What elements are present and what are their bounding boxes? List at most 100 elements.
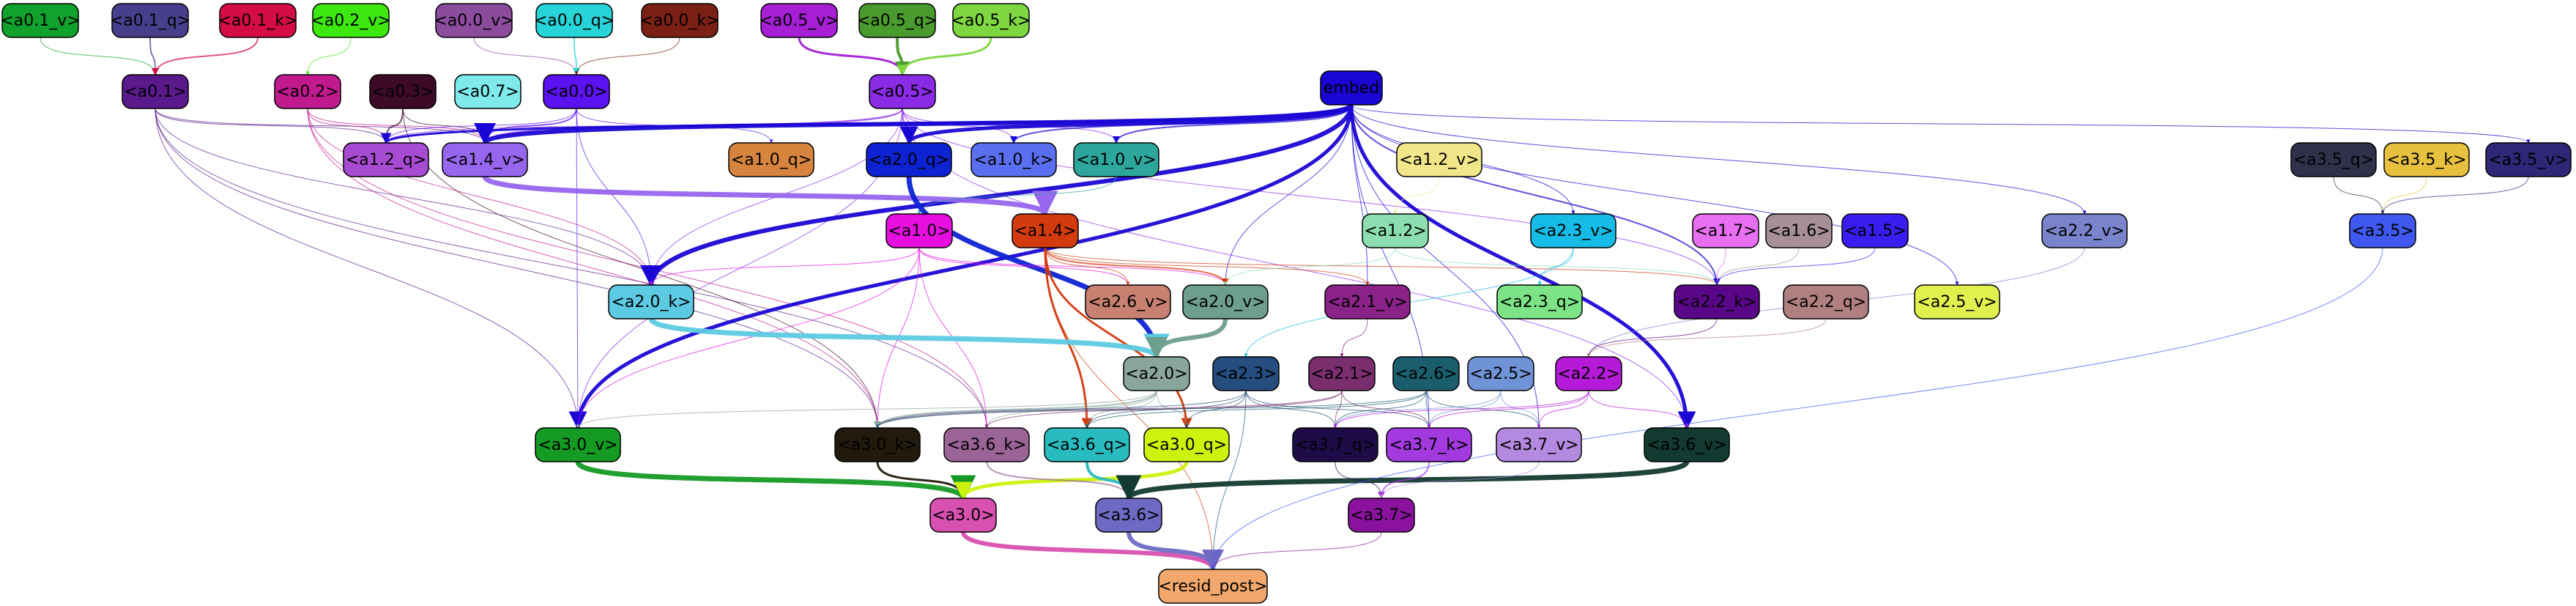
node-a3-0-q[interactable]: <a3.0_q> <box>1143 427 1230 462</box>
node-a2-1-v[interactable]: <a2.1_v> <box>1324 284 1411 319</box>
node-a0-5-k[interactable]: <a0.5_k> <box>951 3 1031 38</box>
node-a2-3-q[interactable]: <a2.3_q> <box>1496 284 1583 319</box>
edge-a1_0-to-a3_0_v <box>576 247 920 429</box>
node-a0-5-v[interactable]: <a0.5_v> <box>759 3 839 38</box>
node-a0-1-v[interactable]: <a0.1_v> <box>0 3 81 38</box>
node-a3-7[interactable]: <a3.7> <box>1348 498 1415 533</box>
edge-a2_0-to-a3_0_v <box>576 390 1157 429</box>
node-label: <a2.5_v> <box>1917 293 1997 311</box>
node-box <box>1 3 79 38</box>
edge-a3_0-to-resid_post <box>961 531 1224 572</box>
node-a2-5-v[interactable]: <a2.5_v> <box>1914 284 2000 319</box>
node-resid-post[interactable]: <resid_post> <box>1158 569 1268 604</box>
node-a1-4-v[interactable]: <a1.4_v> <box>442 142 528 177</box>
node-a2-1[interactable]: <a2.1> <box>1308 356 1376 391</box>
node-box <box>274 74 341 109</box>
node-box <box>866 142 952 177</box>
edge-a2_2-to-a3_6_v <box>1588 390 1689 429</box>
node-a0-0-v[interactable]: <a0.0_v> <box>434 3 514 38</box>
node-a1-0-k[interactable]: <a1.0_k> <box>970 142 1057 177</box>
node-a2-2[interactable]: <a2.2> <box>1555 356 1622 391</box>
node-box <box>111 3 189 38</box>
edge-embed-to-a2_2_k <box>1351 104 1721 286</box>
node-a3-0[interactable]: <a3.0> <box>929 498 997 533</box>
node-a1-0-v[interactable]: <a1.0_v> <box>1073 142 1159 177</box>
node-a2-2-q[interactable]: <a2.2_q> <box>1783 284 1869 319</box>
node-a0-0[interactable]: <a0.0> <box>543 74 610 109</box>
edge-a0_2_v-to-a0_2 <box>305 37 352 75</box>
edge-a0_1_q-to-a0_1 <box>149 37 159 75</box>
node-a3-6-q[interactable]: <a3.6_q> <box>1044 427 1130 462</box>
node-a2-5[interactable]: <a2.5> <box>1467 356 1534 391</box>
node-label: embed <box>1324 79 1379 97</box>
edge-embed-to-a2_0_q <box>899 103 1354 145</box>
node-a2-3-v[interactable]: <a2.3_v> <box>1530 213 1617 248</box>
node-a2-6-v[interactable]: <a2.6_v> <box>1085 284 1171 319</box>
node-a0-1-k[interactable]: <a0.1_k> <box>218 3 298 38</box>
node-a1-0[interactable]: <a1.0> <box>886 213 953 248</box>
node-a2-0[interactable]: <a2.0> <box>1123 356 1190 391</box>
node-a0-0-k[interactable]: <a0.0_k> <box>639 3 720 38</box>
node-a2-2-v[interactable]: <a2.2_v> <box>2041 213 2128 248</box>
node-a0-5-q[interactable]: <a0.5_q> <box>857 3 938 38</box>
node-a1-4[interactable]: <a1.4> <box>1012 213 1079 248</box>
node-a1-2-v[interactable]: <a1.2_v> <box>1396 142 1482 177</box>
node-label: <a2.3> <box>1214 365 1277 383</box>
node-a1-2-q[interactable]: <a1.2_q> <box>343 142 429 177</box>
node-a3-6[interactable]: <a3.6> <box>1095 498 1162 533</box>
node-a2-0-k[interactable]: <a2.0_k> <box>608 284 694 319</box>
node-label: <a3.5_q> <box>2293 151 2374 169</box>
node-label: <a2.2> <box>1557 365 1619 383</box>
node-label: <a0.0_k> <box>639 12 719 30</box>
node-a2-3[interactable]: <a2.3> <box>1212 356 1280 391</box>
node-a2-0-q[interactable]: <a2.0_q> <box>866 142 952 177</box>
node-a3-0-v[interactable]: <a3.0_v> <box>535 427 621 462</box>
node-a3-0-k[interactable]: <a3.0_k> <box>834 427 921 462</box>
edge-a2_6-to-a3_0_k <box>875 390 1427 429</box>
edge-a1_4-to-a2_6_v <box>1044 247 1130 286</box>
node-a0-5[interactable]: <a0.5> <box>869 74 936 109</box>
edge-a3_5_v-to-a3_5 <box>2380 176 2529 215</box>
node-a2-6[interactable]: <a2.6> <box>1392 356 1460 391</box>
node-a3-6-v[interactable]: <a3.6_v> <box>1644 427 1730 462</box>
node-a3-7-v[interactable]: <a3.7_v> <box>1496 427 1582 462</box>
node-label: <a1.4_v> <box>445 151 524 169</box>
edges <box>40 37 2531 572</box>
edge-a1_6-to-a2_2_k <box>1715 247 1800 286</box>
node-a3-5-k[interactable]: <a3.5_k> <box>2383 142 2470 177</box>
node-a1-6[interactable]: <a1.6> <box>1765 213 1833 248</box>
node-a2-0-v[interactable]: <a2.0_v> <box>1182 284 1269 319</box>
node-a1-0-q[interactable]: <a1.0_q> <box>728 142 814 177</box>
node-a1-5[interactable]: <a1.5> <box>1841 213 1909 248</box>
node-box <box>1783 284 1869 319</box>
node-a0-7[interactable]: <a0.7> <box>454 74 521 109</box>
node-a3-5-v[interactable]: <a3.5_v> <box>2485 142 2572 177</box>
node-label: <a0.1_v> <box>0 12 80 30</box>
node-label: <a0.1_q> <box>110 12 190 30</box>
node-box <box>1012 213 1079 248</box>
node-a0-3[interactable]: <a0.3> <box>369 74 437 109</box>
node-a0-0-q[interactable]: <a0.0_q> <box>534 3 615 38</box>
node-a3-5[interactable]: <a3.5> <box>2349 213 2416 248</box>
node-a0-1[interactable]: <a0.1> <box>122 74 189 109</box>
node-a1-2[interactable]: <a1.2> <box>1362 213 1429 248</box>
node-label: <a3.7_v> <box>1499 436 1578 454</box>
node-box <box>535 427 621 462</box>
node-a0-1-q[interactable]: <a0.1_q> <box>110 3 190 38</box>
node-a0-2[interactable]: <a0.2> <box>274 74 341 109</box>
node-label: <resid_post> <box>1158 577 1267 596</box>
node-label: <a2.1_v> <box>1327 293 1407 311</box>
edge-a3_0_v-to-a3_0 <box>575 460 976 501</box>
node-a3-7-q[interactable]: <a3.7_q> <box>1292 427 1378 462</box>
node-box <box>1348 498 1415 533</box>
node-label: <a1.0> <box>888 222 950 240</box>
node-a1-7[interactable]: <a1.7> <box>1692 213 1759 248</box>
node-a3-7-k[interactable]: <a3.7_k> <box>1386 427 1472 462</box>
node-a3-6-k[interactable]: <a3.6_k> <box>943 427 1030 462</box>
node-a2-2-k[interactable]: <a2.2_k> <box>1674 284 1760 319</box>
node-embed[interactable]: embed <box>1320 70 1383 106</box>
node-box <box>1320 70 1383 106</box>
node-a3-5-q[interactable]: <a3.5_q> <box>2290 142 2377 177</box>
edge-a2_3-to-a3_0_q <box>1184 390 1247 429</box>
node-a0-2-v[interactable]: <a0.2_v> <box>311 3 391 38</box>
